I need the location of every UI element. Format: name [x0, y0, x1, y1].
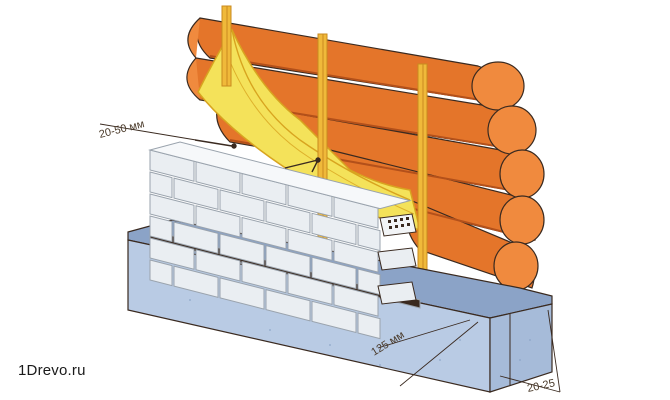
wall-ties [194, 139, 321, 173]
brick [333, 240, 379, 273]
brick [265, 244, 311, 278]
brick [219, 189, 265, 222]
brick [149, 237, 195, 270]
brick [149, 171, 173, 199]
brick [241, 216, 287, 250]
dimension-lines [99, 123, 561, 393]
brick [287, 272, 333, 306]
wall-tie-1 [194, 139, 233, 147]
brick [311, 256, 357, 290]
brick [195, 249, 241, 282]
brick-wall [148, 141, 421, 340]
brick [219, 233, 265, 266]
brick [219, 277, 265, 310]
brick [311, 212, 357, 246]
brick [173, 177, 219, 210]
dimension-foundation-offset: 20-25 [526, 377, 556, 395]
brick [173, 265, 219, 298]
brick [287, 228, 333, 262]
brick [149, 215, 173, 243]
brick [149, 259, 173, 287]
brick [195, 205, 241, 238]
brick [311, 300, 357, 334]
brick [265, 288, 311, 322]
log-end-1 [471, 61, 525, 111]
brick [265, 200, 311, 234]
log-end-3 [499, 149, 545, 199]
log-end-4 [499, 195, 545, 245]
brick [333, 284, 379, 317]
dimension-air-gap: 20-50 мм [98, 118, 146, 141]
foundation-side [489, 303, 553, 393]
site-watermark: 1Drevo.ru [18, 362, 86, 379]
brick-ends [377, 213, 417, 305]
brick [241, 260, 287, 294]
log-end-2 [487, 105, 537, 155]
brick [149, 193, 195, 226]
brick [357, 224, 381, 252]
log-end-5 [493, 241, 539, 291]
brick [357, 312, 381, 340]
brick-course-top [148, 141, 412, 210]
brick [173, 221, 219, 254]
